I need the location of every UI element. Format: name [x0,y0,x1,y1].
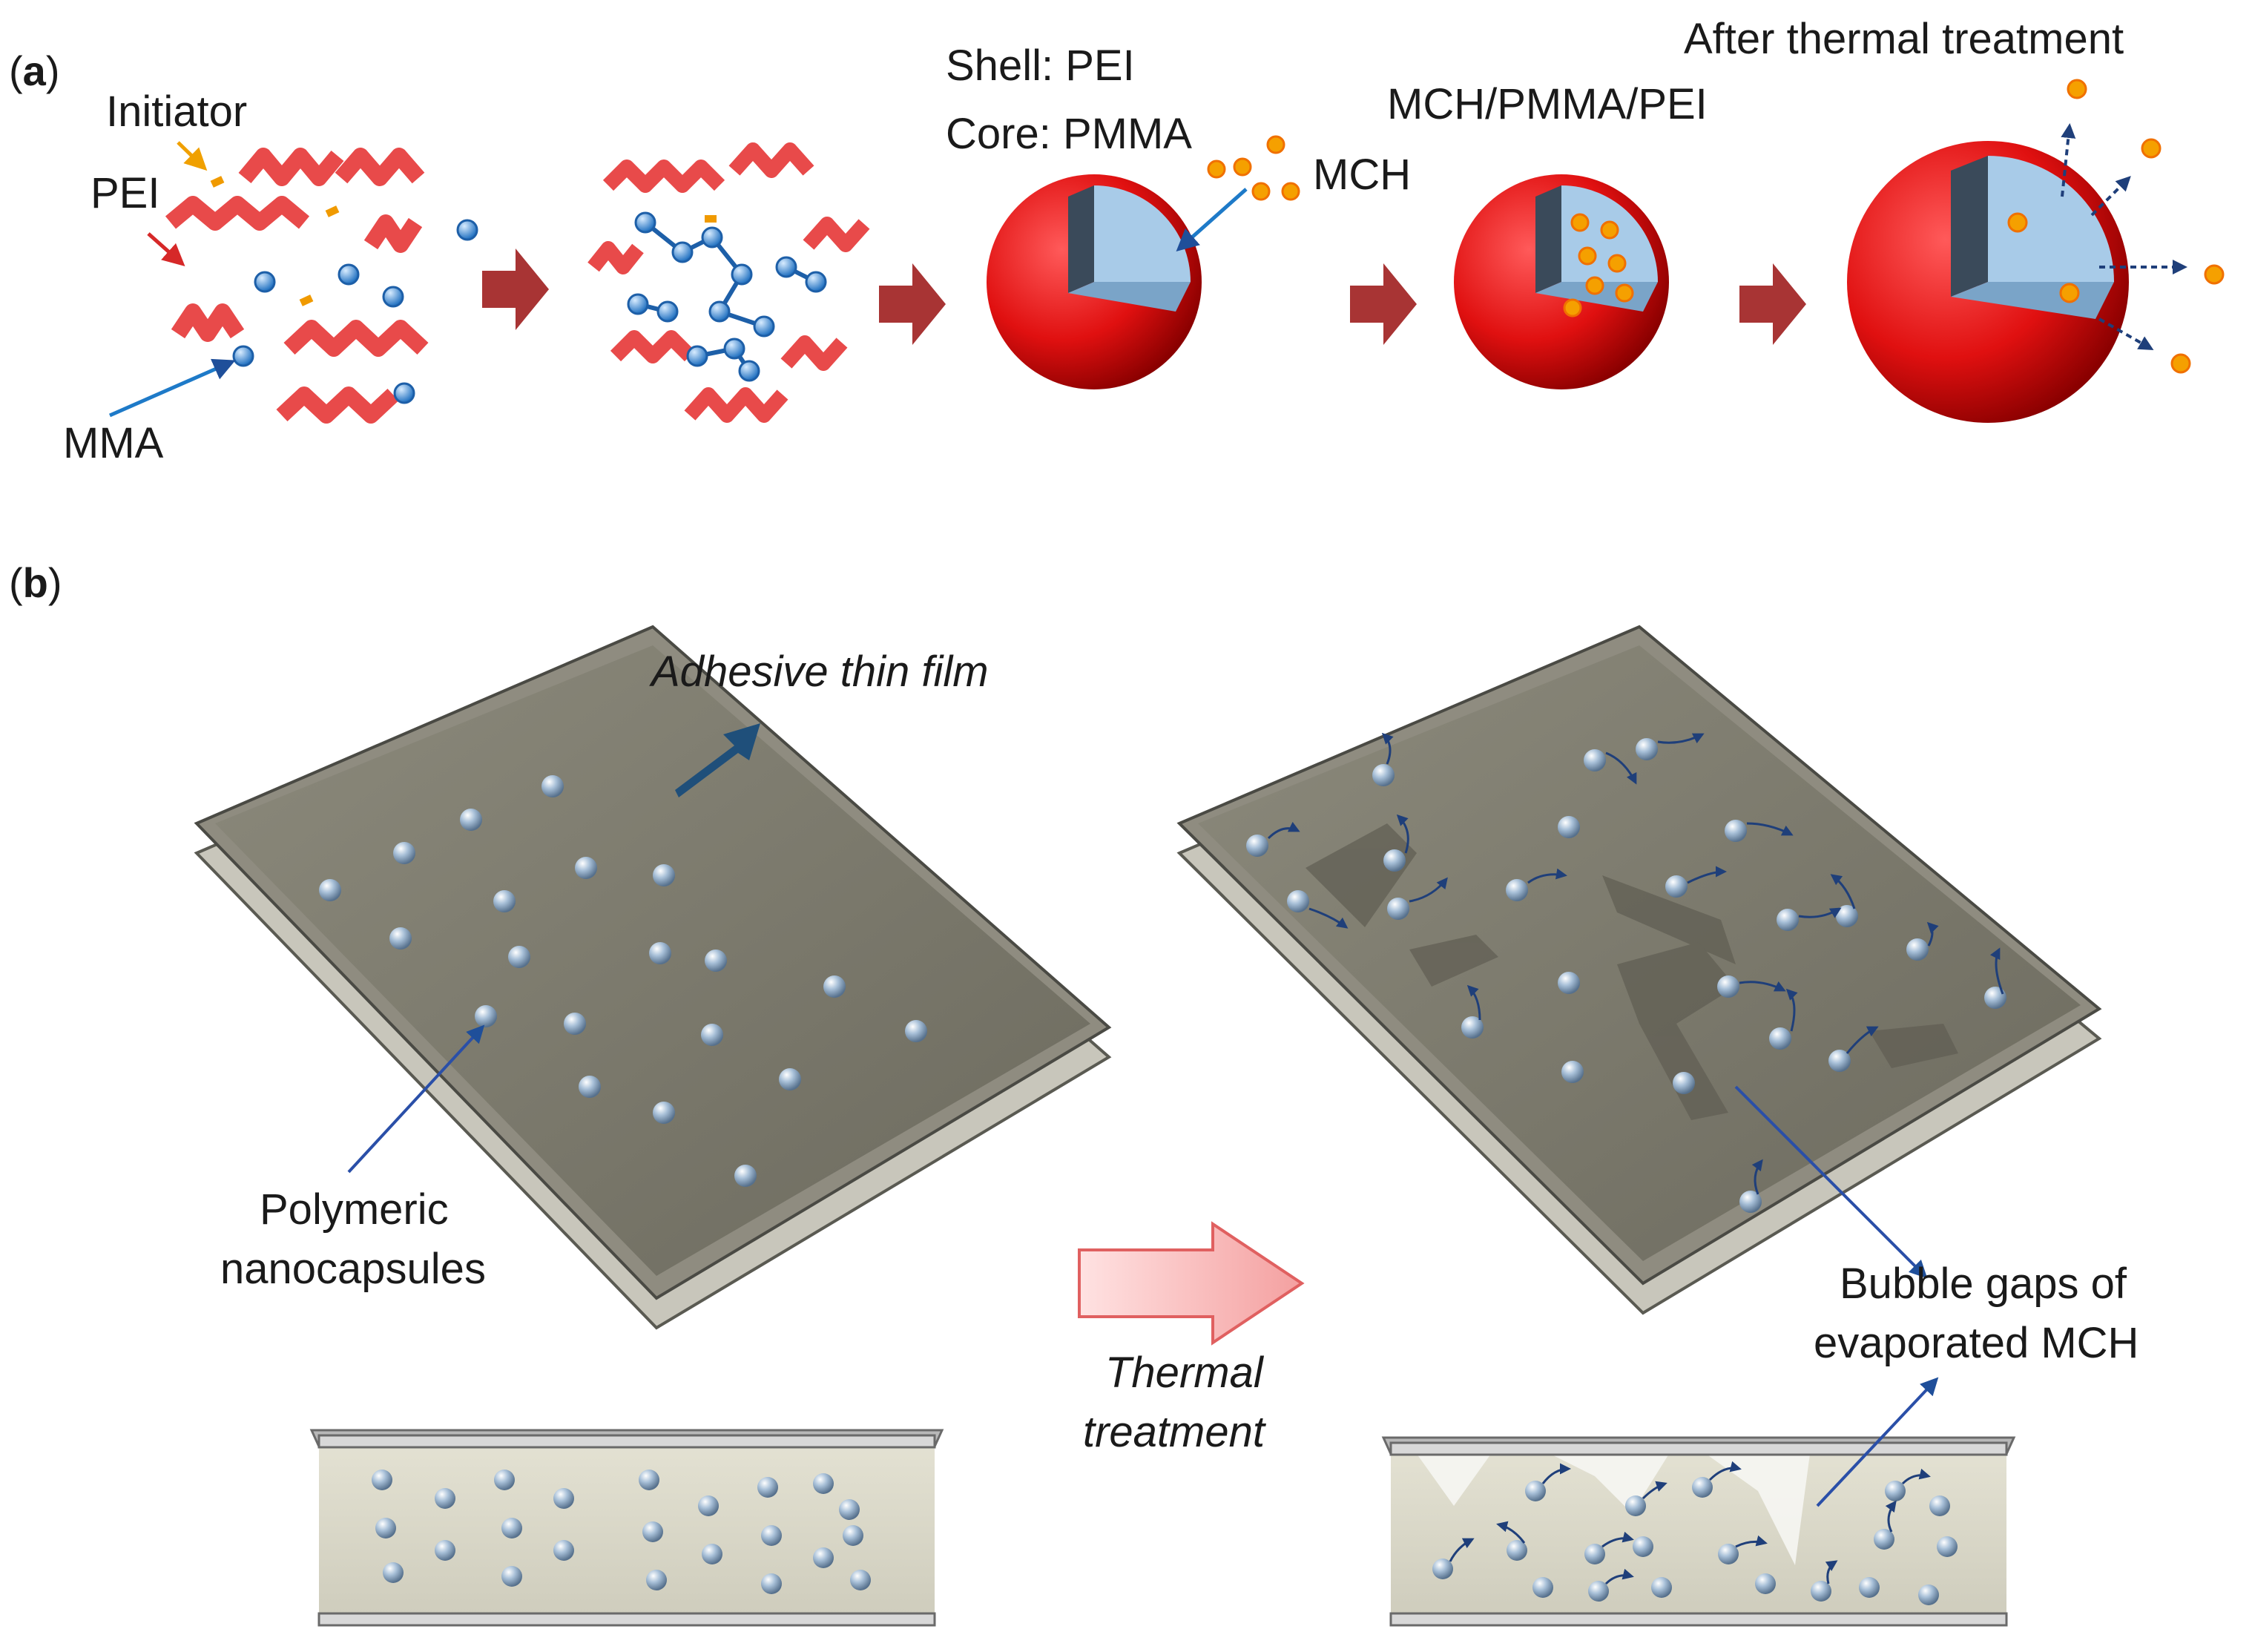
thermal-label: Thermal [1105,1349,1265,1397]
mma-label: MMA [63,419,164,467]
initiator-label: Initiator [106,88,247,136]
cross-section-before [309,1429,944,1627]
mma-monomer [232,219,478,404]
mma-pointer [108,358,236,418]
initiator [210,176,340,306]
nanocapsule [1432,1477,1958,1605]
process-arrow [879,263,946,345]
panel-a: (a) Initiator [9,15,2225,467]
process-arrow [1739,263,1806,345]
bubble-label: Bubble gaps of [1840,1260,2127,1308]
mch-escape-arrows [1267,732,2004,1195]
nanocapsule [319,775,927,1187]
bubble-gap [1306,823,1958,1120]
treatment-label: treatment [1083,1408,1267,1456]
polymeric-label: Polymeric [260,1185,449,1234]
adhesive-film-after [1176,625,2102,1315]
shell-label: Shell: PEI [946,42,1135,90]
capsule-pmma-pei [987,174,1202,389]
capsule-after-treatment [1847,79,2225,423]
initiator-pointer [177,141,208,171]
panel-a-tag: (a) [9,47,59,94]
adhesive-label: Adhesive thin film [649,648,989,696]
capsule-mch-loaded [1454,174,1669,389]
panel-b-tag: (b) [9,559,62,606]
adhesive-film-before [194,625,1112,1330]
core-label: Core: PMMA [946,110,1192,158]
film-pointer-arrow [675,723,760,797]
composite-label: MCH/PMMA/PEI [1387,80,1708,128]
cross-section-after [1381,1436,2016,1627]
process-arrow [482,249,549,330]
evaporated-label: evaporated MCH [1814,1319,2139,1367]
pei-ribbon [165,148,429,424]
process-arrow [1350,263,1417,345]
bubble-pointer-top [1734,1085,1928,1279]
mch-droplets [1207,135,1300,201]
pei-pointer [147,232,185,266]
nanocapsule [372,1470,871,1594]
capsule-pointer [347,1024,485,1174]
core-pointer [1176,188,1248,251]
thermal-arrow [1078,1221,1305,1346]
mch-label: MCH [1313,151,1411,199]
stage-pei-mma-mixture [165,148,478,424]
bubble-pointer-bottom [1816,1377,1939,1507]
panel-b: (b) Adhesive thin film Polymeric nano [9,559,2139,1627]
after-treatment-label: After thermal treatment [1684,15,2124,63]
stage-polymerization [587,142,870,423]
pei-label: PEI [90,169,160,217]
nanocapsule [1246,738,2006,1213]
nanocapsules-label: nanocapsules [220,1245,486,1293]
